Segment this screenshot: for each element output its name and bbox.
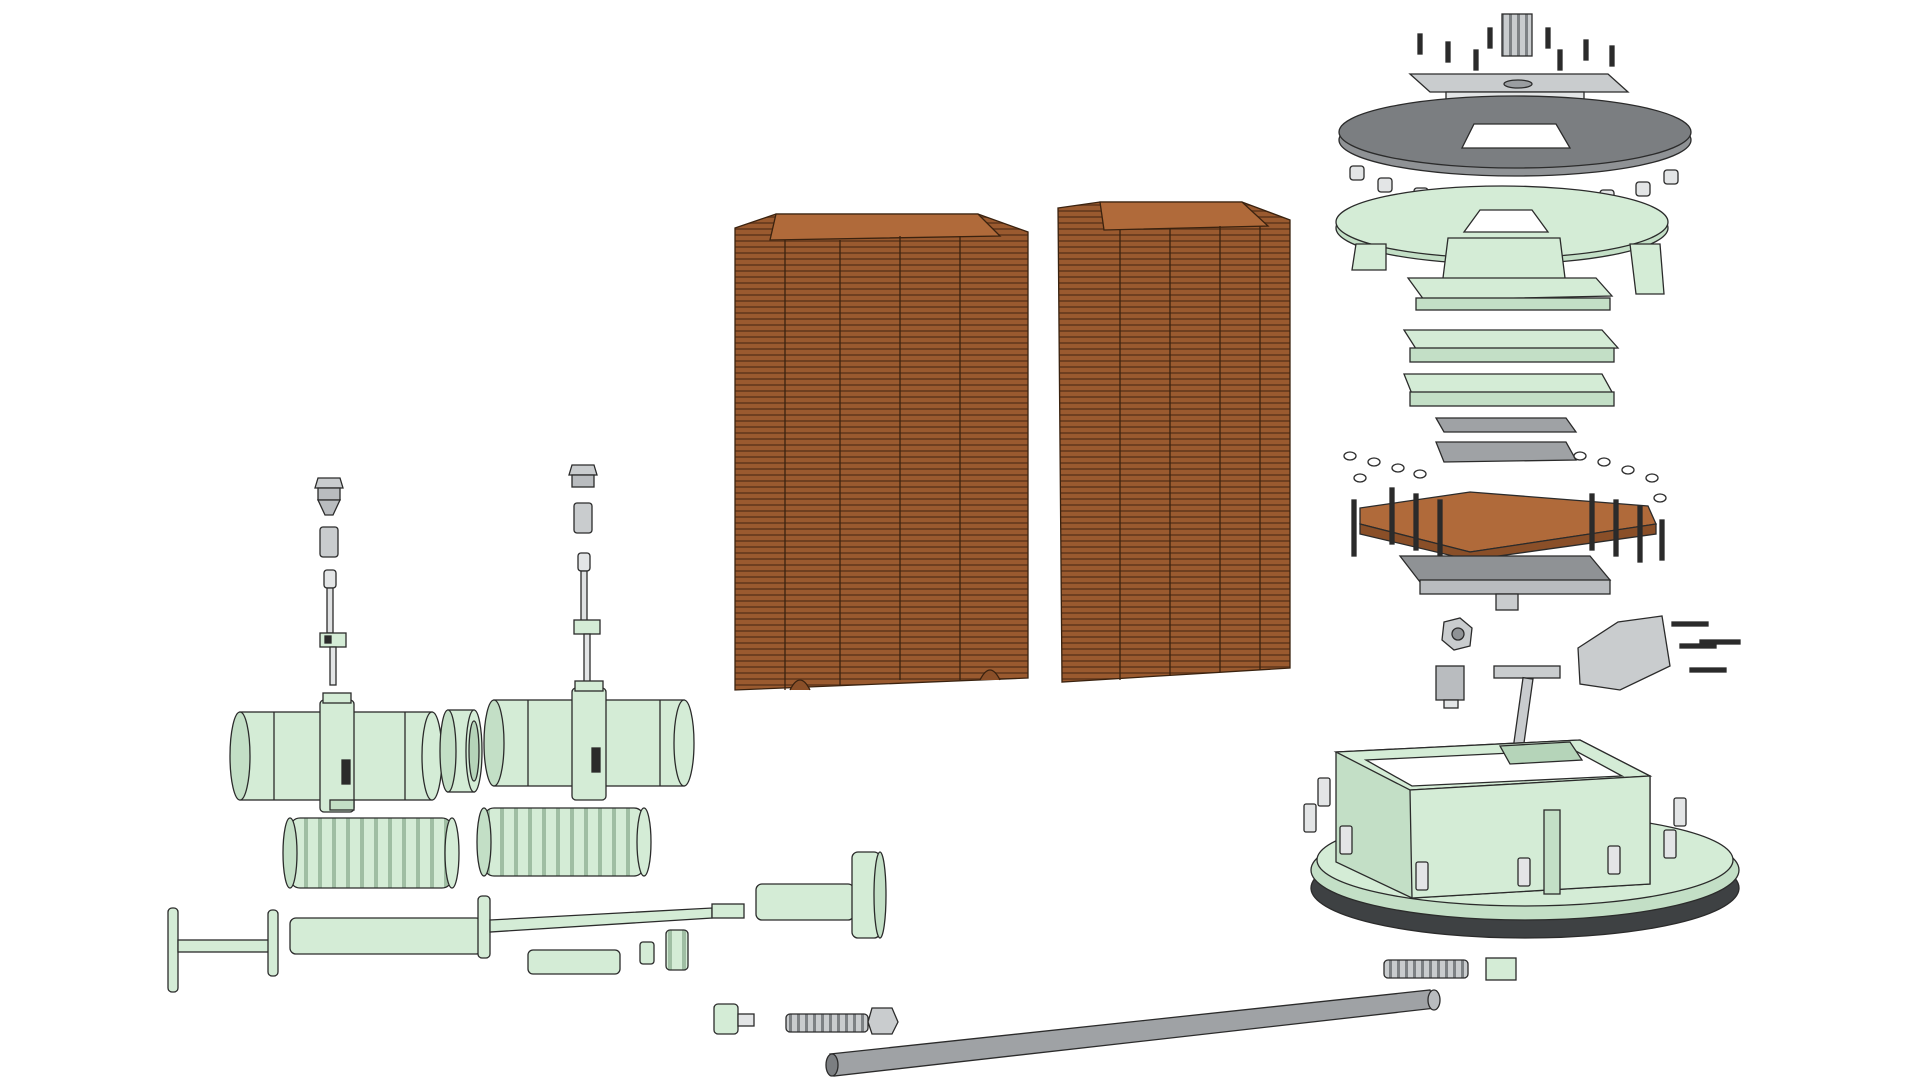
bellows-right <box>476 807 652 877</box>
nut-field <box>1343 451 1667 503</box>
side-screws <box>1671 621 1741 673</box>
threaded-boss <box>1501 13 1533 57</box>
barrel-housing-left <box>229 692 443 813</box>
threaded-stud <box>785 1007 899 1035</box>
thin-plates <box>1434 417 1578 463</box>
mounting-flange <box>1335 185 1669 295</box>
spacer-ring <box>439 709 483 793</box>
long-bolts <box>1351 487 1665 563</box>
long-rod-subassembly <box>713 989 1441 1077</box>
left-tube-subassembly <box>167 464 887 993</box>
top-screws <box>1417 27 1615 71</box>
copper-fin-stack-left <box>734 213 1029 691</box>
right-exploded-tower <box>1303 13 1741 981</box>
small-spacer-parts <box>527 929 689 975</box>
barrel-housing-right <box>483 680 695 801</box>
base-threaded-rod <box>1383 957 1517 981</box>
square-frames <box>1402 277 1620 407</box>
long-rod <box>825 989 1441 1077</box>
rod-end-fitting <box>713 1003 755 1035</box>
copper-fin-stack-right <box>1057 201 1291 683</box>
small-hardware <box>1435 615 1671 752</box>
fitting-stack-left <box>314 477 347 686</box>
fitting-stack-right <box>568 464 601 683</box>
bellows-left <box>282 817 460 889</box>
gray-base-plate <box>1398 555 1612 611</box>
round-flange-top <box>1338 95 1692 177</box>
copper-plate <box>1359 491 1657 561</box>
drive-shaft <box>167 851 887 993</box>
base-bolts <box>1303 777 1687 891</box>
